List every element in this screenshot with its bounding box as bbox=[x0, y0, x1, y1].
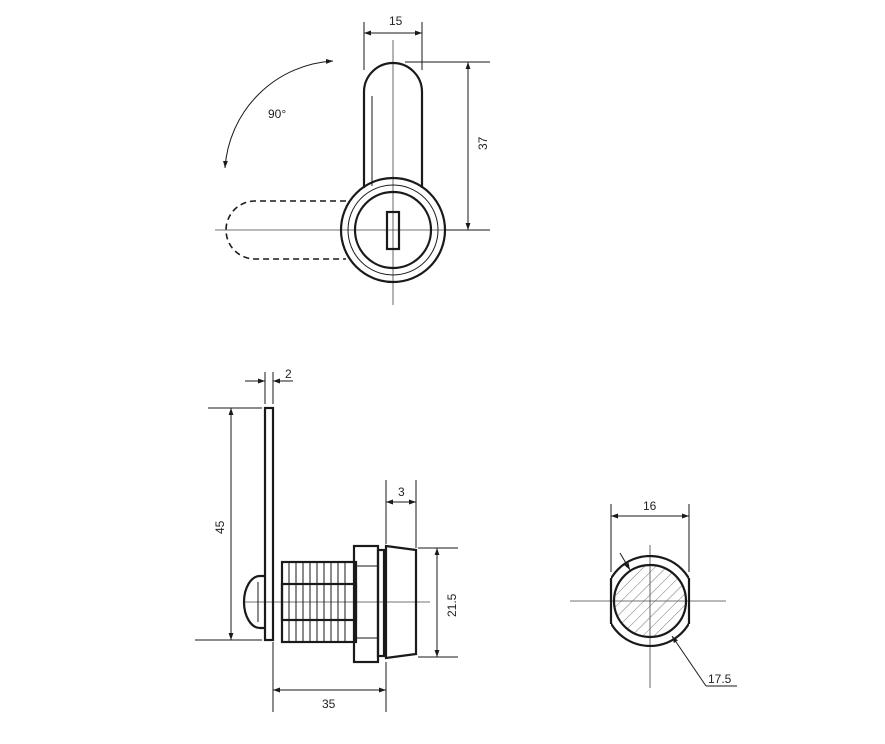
dim-2-label: 2 bbox=[285, 367, 292, 381]
dim-35-label: 35 bbox=[322, 697, 336, 711]
dim-3-label: 3 bbox=[398, 485, 405, 499]
cam-plate bbox=[263, 406, 275, 642]
dim-16-label: 16 bbox=[643, 499, 657, 513]
washer bbox=[376, 548, 386, 658]
lock-middle-ring bbox=[347, 184, 439, 276]
dim-17-5-leader-top bbox=[619, 552, 631, 571]
dome-screw-head bbox=[242, 574, 265, 630]
top-view: 90° 15 37 bbox=[215, 14, 490, 305]
body-core bbox=[280, 582, 358, 622]
side-view: 2 45 3 21.5 35 bbox=[195, 367, 459, 712]
key-slot bbox=[385, 210, 401, 251]
section-outer-profile bbox=[611, 555, 689, 647]
dim-37-label: 37 bbox=[476, 136, 490, 150]
section-view: 16 17.5 bbox=[570, 499, 737, 688]
cam-rotated-dashed bbox=[225, 200, 346, 260]
dim-17-5-label: 17.5 bbox=[708, 672, 732, 686]
rotation-label: 90° bbox=[268, 107, 286, 121]
section-inner-circle bbox=[612, 563, 688, 639]
hex-nut bbox=[352, 544, 380, 664]
thread-ridges bbox=[288, 562, 346, 642]
dim-21-5-label: 21.5 bbox=[445, 593, 459, 617]
dim-45-label: 45 bbox=[213, 520, 227, 534]
dim-17-5-leader-bottom bbox=[671, 635, 707, 687]
cam-solid bbox=[362, 61, 424, 188]
section-hatching bbox=[614, 565, 686, 637]
flange-head bbox=[384, 544, 418, 660]
lock-inner-ring bbox=[353, 190, 433, 270]
dim-15-label: 15 bbox=[389, 14, 403, 28]
rotation-arrow bbox=[223, 58, 334, 169]
